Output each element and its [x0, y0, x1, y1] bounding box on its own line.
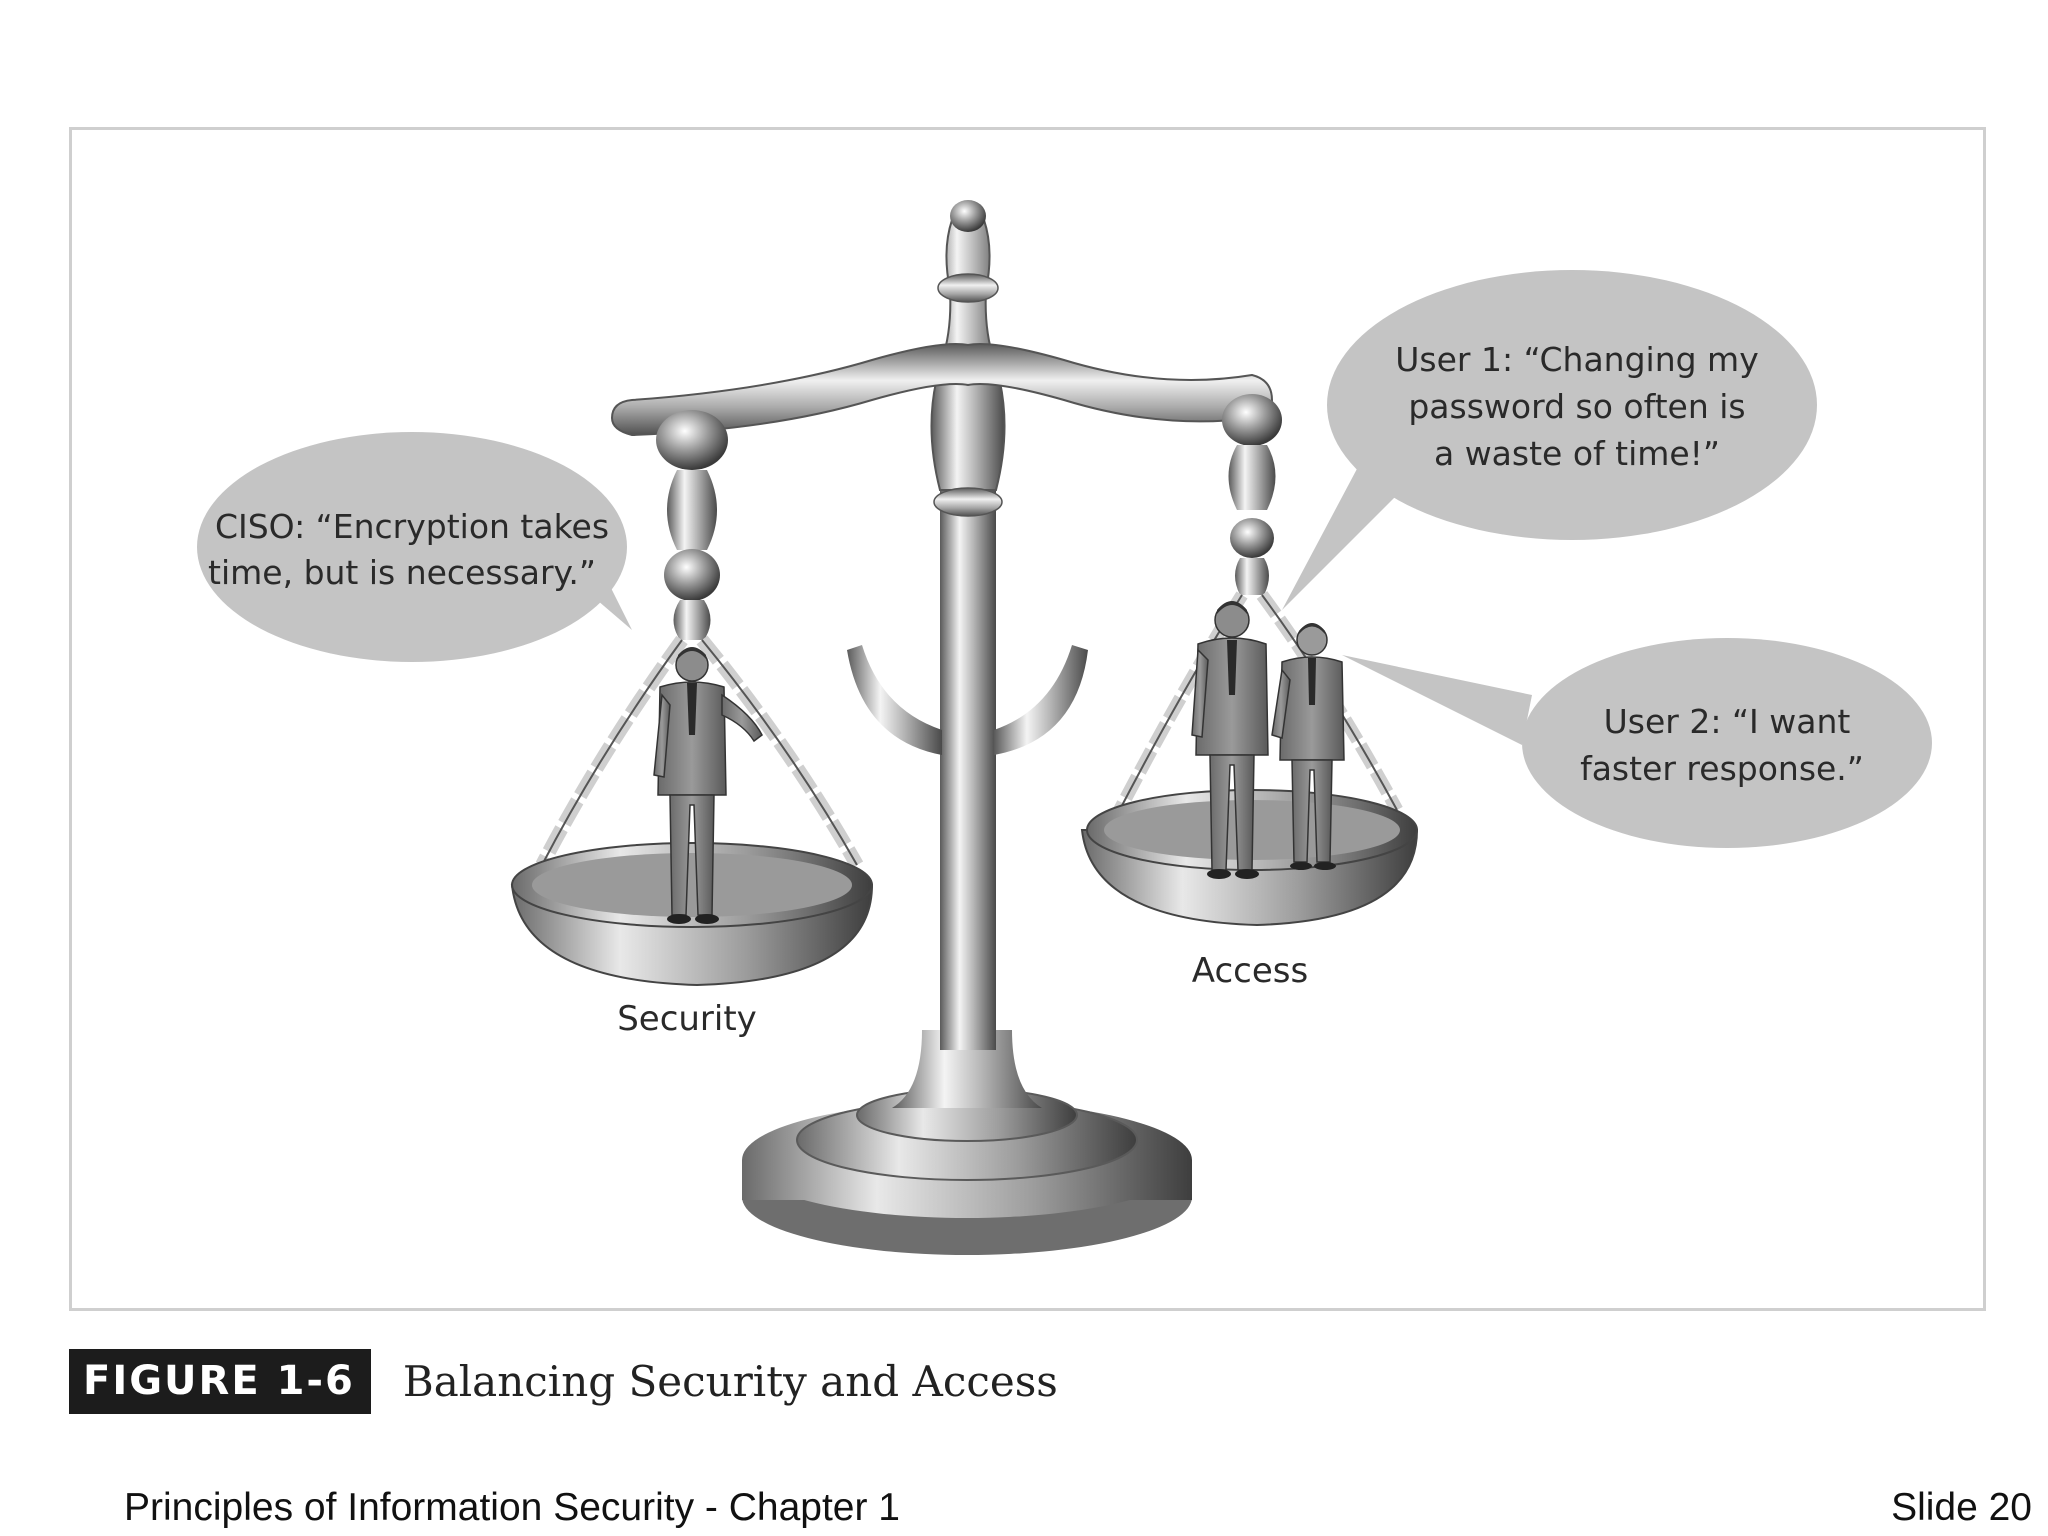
figure-number-tag: FIGURE 1-6 [69, 1349, 371, 1414]
slide-number: Slide 20 [1891, 1486, 2032, 1529]
figure-title: Balancing Security and Access [402, 1357, 1058, 1406]
slide-footer-title: Principles of Information Security - Cha… [124, 1486, 901, 1529]
ciso-bubble-line-2: time, but is necessary.” [208, 553, 596, 592]
user2-speech-bubble: User 2: “I want faster response.” [1342, 638, 1932, 848]
user1-businessman-icon [1191, 601, 1269, 879]
user1-bubble-line-1: User 1: “Changing my [1395, 340, 1758, 379]
user2-bubble-line-2: faster response.” [1580, 749, 1864, 788]
scale-base [742, 1030, 1192, 1255]
user2-businessman-icon [1271, 623, 1345, 870]
ciso-bubble-line-1: CISO: “Encryption takes [215, 507, 609, 546]
figure-frame: CISO: “Encryption takes time, but is nec… [69, 127, 1986, 1311]
balance-scale-illustration: CISO: “Encryption takes time, but is nec… [197, 200, 1932, 1255]
user1-bubble-line-3: a waste of time!” [1434, 434, 1720, 473]
scale-pillar [847, 200, 1088, 1050]
ciso-speech-bubble: CISO: “Encryption takes time, but is nec… [197, 432, 632, 662]
security-pan-label: Security [617, 999, 757, 1039]
left-pan [510, 842, 874, 987]
user1-bubble-line-2: password so often is [1408, 387, 1745, 426]
access-pan-label: Access [1192, 951, 1308, 991]
left-hanger [535, 410, 864, 869]
ciso-businessman-icon [653, 647, 763, 924]
user2-bubble-line-1: User 2: “I want [1604, 702, 1851, 741]
user1-speech-bubble: User 1: “Changing my password so often i… [1282, 270, 1817, 610]
figure-caption: FIGURE 1-6 Balancing Security and Access [69, 1349, 1058, 1414]
